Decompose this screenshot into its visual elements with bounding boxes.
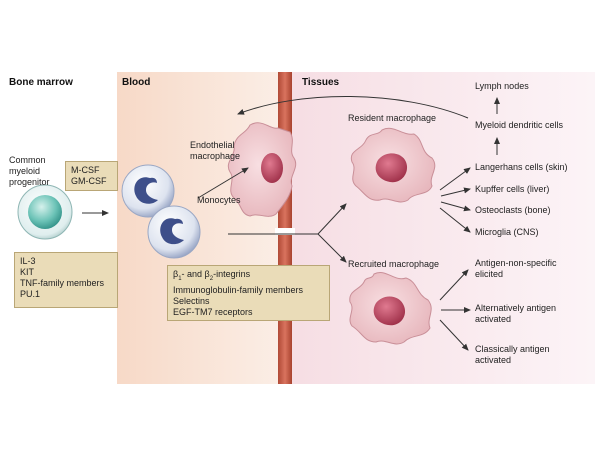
- csf-item: M-CSF: [71, 165, 100, 175]
- adhesion-item: Selectins: [173, 295, 210, 306]
- to-resident-arrow: [317, 203, 347, 235]
- microglia-label: Microglia (CNS): [475, 227, 539, 237]
- endothelial-label: Endothelial macrophage: [190, 140, 240, 162]
- elicited-label: Antigen-non-specific elicited: [475, 258, 557, 280]
- progenitor-label-line: myeloid: [9, 166, 41, 176]
- to-recruited-arrow: [317, 233, 347, 263]
- classical-label: Classically antigen activated: [475, 344, 550, 366]
- vessel-gap: [275, 228, 295, 235]
- adhesion-item: EGF-TM7 receptors: [173, 306, 253, 317]
- endothelial-label-line: macrophage: [190, 151, 241, 161]
- progenitor-label-line: Common: [9, 155, 46, 165]
- progenitor-label: Common myeloid progenitor: [9, 155, 50, 188]
- kupffer-label: Kupffer cells (liver): [475, 184, 550, 194]
- integrins-text: - and β: [181, 269, 210, 279]
- resident-label: Resident macrophage: [348, 113, 437, 123]
- osteoclasts-label: Osteoclasts (bone): [475, 205, 551, 215]
- csf-item: GM-CSF: [71, 176, 107, 186]
- langerhans-label: Langerhans cells (skin): [475, 162, 568, 172]
- recruited-macrophage-cell: [349, 272, 432, 345]
- to-classical-arrow: [439, 319, 469, 351]
- progenitor-label-line: progenitor: [9, 177, 50, 187]
- subscript: 1: [178, 275, 182, 282]
- monocyte-to-endothelial-arrow: [197, 167, 249, 199]
- to-kupffer-arrow: [440, 187, 471, 197]
- beta-symbol: β: [173, 269, 179, 279]
- monocyte-cell-1: [121, 164, 175, 218]
- integrins-line: β1- and β2-integrins: [173, 269, 324, 285]
- factor-item: TNF-family members: [20, 278, 105, 288]
- csf-box: M-CSF GM-CSF: [65, 161, 118, 191]
- blood-header: Blood: [122, 77, 151, 88]
- recruited-label: Recruited macrophage: [348, 259, 440, 269]
- subscript: 2: [209, 275, 214, 282]
- dendritic-return-arrow: [237, 96, 469, 119]
- monocytes-label: Monocytes: [197, 195, 241, 205]
- alternative-label-line: Alternatively antigen: [475, 303, 557, 313]
- factor-item: KIT: [20, 267, 35, 277]
- alternative-label: Alternatively antigen activated: [475, 303, 556, 325]
- elicited-label-line: Antigen-non-specific: [475, 258, 557, 268]
- elicited-label-line: elicited: [475, 269, 504, 279]
- bone-marrow-header: Bone marrow: [9, 77, 73, 88]
- to-elicited-arrow: [439, 269, 469, 301]
- adhesion-item: Immunoglobulin-family members: [173, 284, 304, 295]
- lymph-label: Lymph nodes: [475, 81, 529, 91]
- endothelial-macrophage-cell: [227, 122, 297, 217]
- endothelial-label-line: Endothelial: [190, 140, 235, 150]
- dendritic-label: Myeloid dendritic cells: [475, 120, 564, 130]
- integrins-text: -integrins: [213, 269, 251, 279]
- resident-macrophage-cell: [350, 127, 436, 203]
- adhesion-box: β1- and β2-integrins Immunoglobulin-fami…: [167, 265, 330, 321]
- tissues-region: [282, 72, 595, 384]
- to-langerhans-arrow: [439, 167, 471, 191]
- progenitor-cell: [17, 184, 73, 240]
- monocyte-cell-2: [147, 205, 201, 259]
- alternative-label-line: activated: [475, 314, 512, 324]
- classical-label-line: Classically antigen: [475, 344, 550, 354]
- to-microglia-arrow: [439, 207, 471, 233]
- factor-item: IL-3: [20, 256, 36, 266]
- tissues-header: Tissues: [302, 77, 340, 88]
- classical-label-line: activated: [475, 355, 512, 365]
- factor-item: PU.1: [20, 289, 41, 299]
- factors-box: IL-3 KIT TNF-family members PU.1: [14, 252, 118, 308]
- to-osteoclasts-arrow: [440, 201, 471, 212]
